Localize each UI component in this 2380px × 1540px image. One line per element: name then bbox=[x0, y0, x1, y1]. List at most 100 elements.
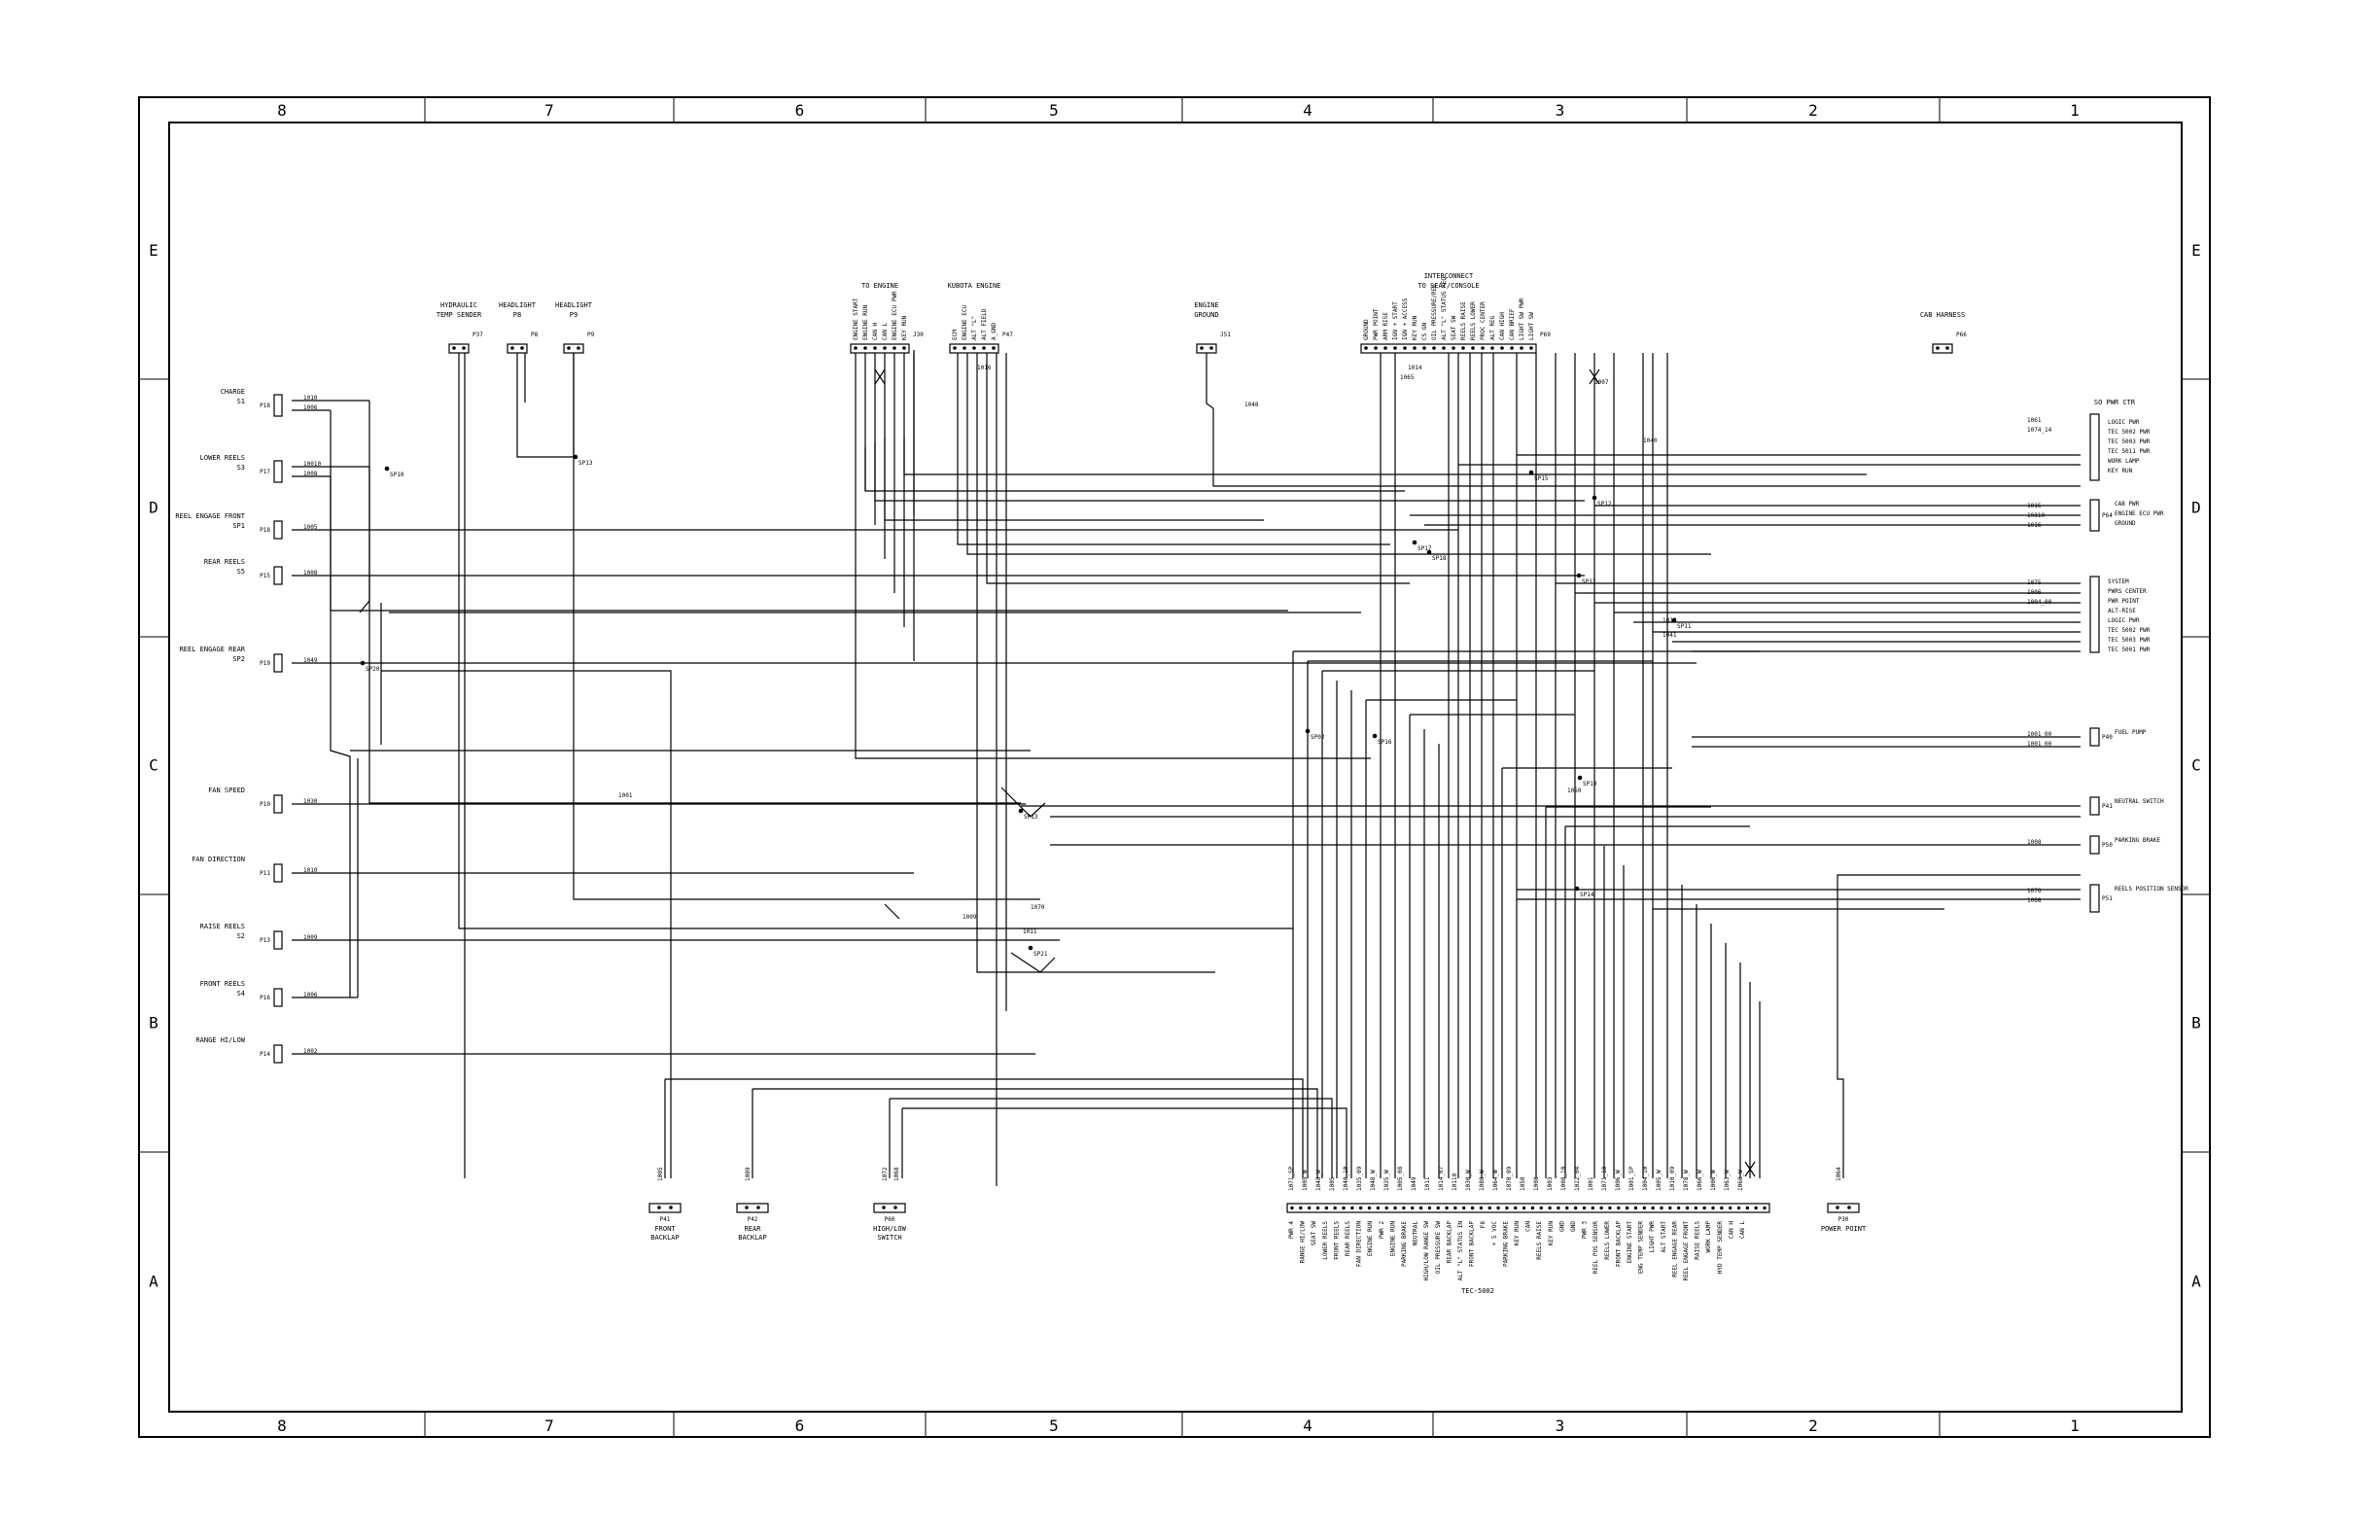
wire-label: 1048 bbox=[1244, 402, 1259, 408]
pin bbox=[1403, 346, 1407, 350]
column-zone-label: 7 bbox=[544, 1417, 554, 1435]
connector-label: REEL ENGAGE FRONT bbox=[175, 512, 245, 520]
tec-pin-label: HIGH/LOW RANGE SW bbox=[1423, 1221, 1430, 1281]
connector-body bbox=[273, 863, 283, 883]
pin bbox=[1763, 1206, 1767, 1210]
pin-label: LIGHT SW PWR bbox=[1519, 298, 1525, 340]
row-zone-label: B bbox=[2191, 1014, 2201, 1032]
tec-wire-label: 1071_10 bbox=[1601, 1166, 1608, 1191]
pin bbox=[1505, 1206, 1509, 1210]
connector-label: HEADLIGHT bbox=[555, 301, 593, 309]
wire-label: 1041 bbox=[1662, 632, 1677, 639]
pin-label: CAN H bbox=[872, 323, 879, 340]
connector-body bbox=[736, 1203, 769, 1213]
splice-label: SP12 bbox=[1582, 578, 1596, 585]
pin bbox=[462, 346, 466, 350]
connector-body bbox=[2089, 727, 2100, 747]
connector-body bbox=[273, 1044, 283, 1064]
tec-wire-label: 1004_10 bbox=[1642, 1166, 1649, 1191]
tec-pin-label: REEL ENGAGE FRONT bbox=[1683, 1221, 1690, 1281]
tec-wire-label: 1003 bbox=[1547, 1176, 1554, 1191]
pin-label: KEY RUN bbox=[1412, 315, 1418, 340]
pin bbox=[1432, 346, 1436, 350]
column-zone-label: 7 bbox=[544, 101, 554, 120]
tec-pin-label: KEY RUN bbox=[1548, 1221, 1555, 1246]
connector-body bbox=[2089, 884, 2100, 913]
connector-body bbox=[1360, 343, 1537, 354]
column-zone-label: 1 bbox=[2070, 1417, 2080, 1435]
wire bbox=[986, 353, 1410, 584]
splice-dot bbox=[1028, 945, 1033, 951]
wire-label: 1009 bbox=[303, 934, 318, 941]
connector-id: P10 bbox=[260, 801, 270, 808]
wire-label: 1008 bbox=[303, 570, 318, 577]
pin bbox=[863, 346, 867, 350]
pin bbox=[1676, 1206, 1681, 1210]
pin bbox=[1393, 346, 1397, 350]
connector-label: LOWER REELS bbox=[200, 454, 245, 462]
splice-label: SP15 bbox=[1534, 475, 1549, 482]
pin bbox=[669, 1206, 673, 1209]
tec-pin-label: PWR 4 bbox=[1288, 1221, 1295, 1239]
tec-pin-label: FRONT REELS bbox=[1333, 1221, 1340, 1260]
connector-label: SYSTEM bbox=[2108, 578, 2129, 585]
connector-id: P17 bbox=[260, 469, 270, 475]
connector-label: TO ENGINE bbox=[861, 282, 898, 290]
tec-wire-label: 1001 bbox=[1588, 1176, 1594, 1191]
connector-body bbox=[2089, 499, 2100, 532]
wire-label: 1006 bbox=[2027, 589, 2042, 596]
wire-label: 1015 bbox=[2027, 503, 2042, 509]
connector-body bbox=[273, 930, 283, 950]
connector-label: S5 bbox=[237, 568, 245, 576]
wire-label: 1010 bbox=[303, 867, 318, 874]
tec-pin-label: LIGHT PWR bbox=[1649, 1221, 1656, 1253]
wire-label: 1068 bbox=[2027, 897, 2042, 904]
splice-dot bbox=[1018, 808, 1024, 814]
pin bbox=[1479, 1206, 1484, 1210]
pin bbox=[1530, 1206, 1535, 1210]
wire bbox=[890, 1098, 1333, 1178]
tec-pin-label: REELS RAISE bbox=[1536, 1221, 1543, 1260]
connector-body bbox=[273, 394, 283, 417]
row-zone-label: A bbox=[149, 1273, 158, 1291]
wire-label: 1040 bbox=[1643, 438, 1658, 444]
row-zone-label: E bbox=[149, 241, 158, 260]
wire-label: 1006 bbox=[303, 404, 318, 411]
wire bbox=[1010, 952, 1056, 973]
tec-wire-label: 1078_W bbox=[1683, 1170, 1690, 1191]
pin bbox=[962, 346, 966, 350]
pin-label: ALT "L" bbox=[971, 316, 978, 340]
connector-label: PWR POINT bbox=[2108, 598, 2140, 605]
connector-label: BACKLAP bbox=[738, 1234, 767, 1242]
tec-wire-label: 1022_04 bbox=[1574, 1166, 1581, 1191]
pin-label: ALT REG bbox=[1489, 315, 1496, 340]
splice-label: SP13 bbox=[578, 460, 593, 467]
tec-wire-label: 1008 bbox=[1533, 1176, 1540, 1191]
pin-label: CAN HIGH bbox=[1499, 312, 1506, 340]
connector-id: P18 bbox=[260, 402, 270, 409]
connector-id: P13 bbox=[260, 937, 270, 944]
wire bbox=[573, 353, 1040, 900]
splice-dot bbox=[360, 660, 366, 666]
pin-label: OIL PRESSURE/REG bbox=[1431, 284, 1438, 340]
splice-dot bbox=[1576, 573, 1582, 578]
wire-label: 1009 bbox=[745, 1167, 752, 1181]
connector-body bbox=[273, 988, 283, 1007]
pin bbox=[1573, 1206, 1578, 1210]
wire-label: 1008 bbox=[303, 471, 318, 477]
pin bbox=[1453, 1206, 1457, 1210]
pin bbox=[1299, 1206, 1303, 1210]
connector-id: P40 bbox=[2102, 734, 2113, 741]
connector-label: P9 bbox=[570, 311, 578, 319]
connector-id: P41 bbox=[660, 1216, 671, 1223]
tec-pin-label: REEL POS SENSOR bbox=[1592, 1221, 1599, 1275]
